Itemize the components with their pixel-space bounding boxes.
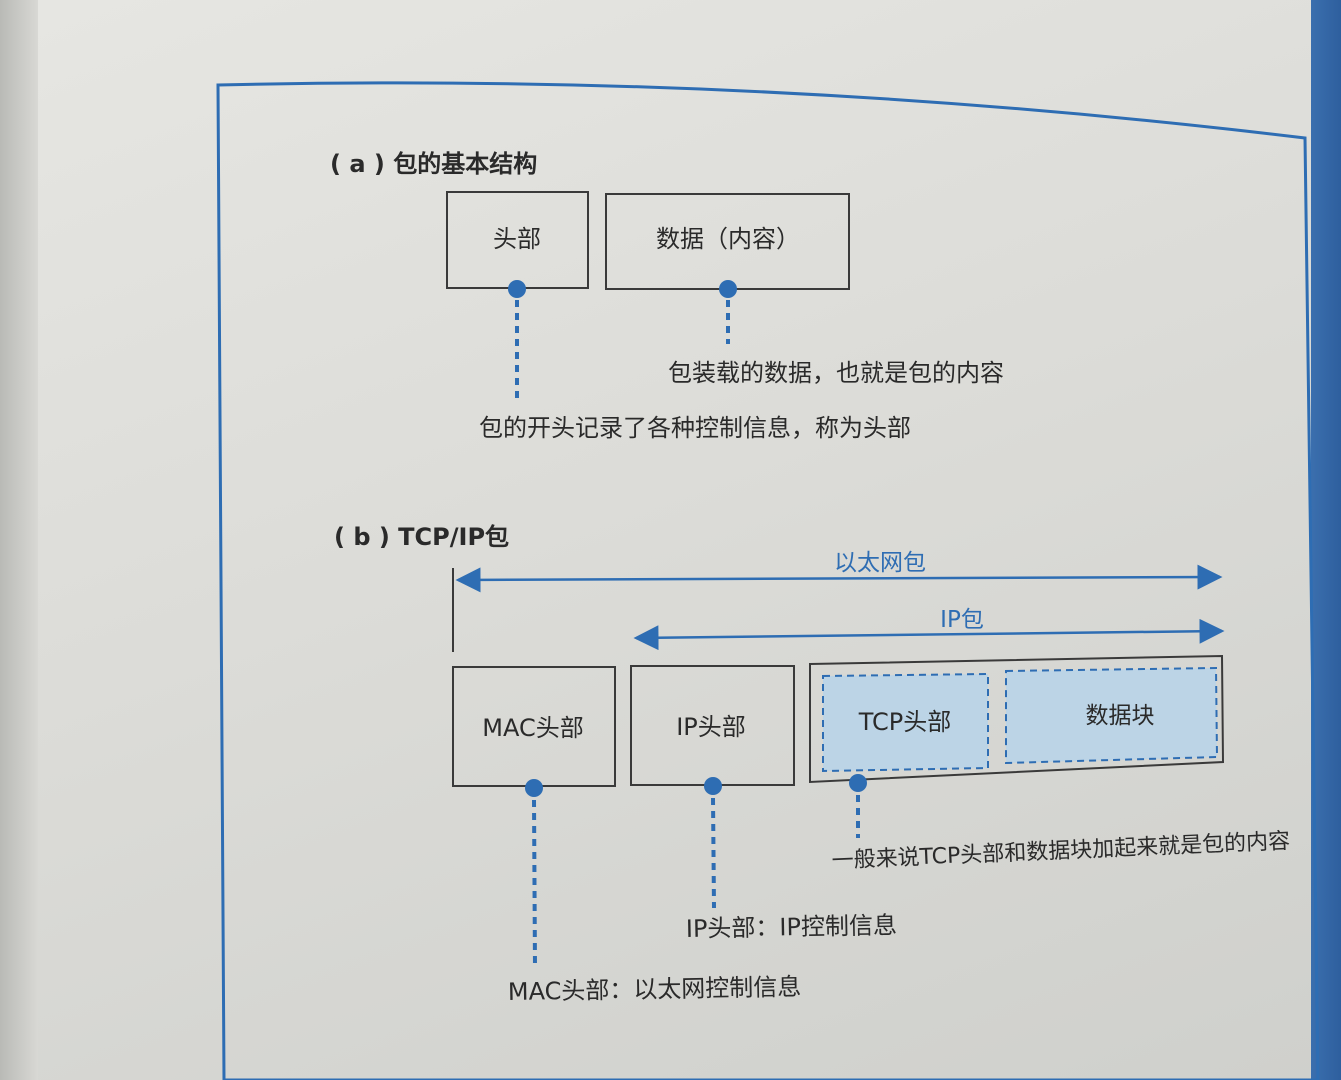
mac-dot bbox=[525, 779, 543, 797]
mac-leader bbox=[532, 799, 537, 969]
content-note: 一般来说TCP头部和数据块加起来就是包的内容 bbox=[831, 829, 1290, 874]
tcp-dot bbox=[849, 774, 867, 792]
book-spine bbox=[0, 0, 38, 1080]
mac-header-note: MAC头部：以太网控制信息 bbox=[508, 973, 802, 1006]
ip-header-label: IP头部 bbox=[676, 713, 746, 741]
ip-packet-arrow bbox=[633, 618, 1225, 651]
mac-header-label: MAC头部 bbox=[482, 714, 583, 742]
tcp-header-box bbox=[822, 672, 989, 773]
ip-leader bbox=[711, 797, 716, 909]
ip-dot bbox=[704, 777, 722, 795]
part-b-title: ( b ) TCP/IP包 bbox=[334, 523, 509, 551]
data-dot bbox=[719, 280, 737, 298]
data-box-label: 数据（内容） bbox=[656, 225, 800, 253]
data-note: 包装载的数据，也就是包的内容 bbox=[668, 359, 1004, 387]
header-box-label: 头部 bbox=[493, 225, 541, 253]
data-block-box bbox=[1005, 666, 1219, 765]
figure-frame bbox=[216, 81, 1320, 1080]
ip-header-note: IP头部：IP控制信息 bbox=[686, 911, 898, 943]
book-page bbox=[38, 0, 1328, 1080]
ethernet-packet-label: 以太网包 bbox=[834, 550, 926, 576]
header-dot bbox=[508, 280, 526, 298]
payload-box bbox=[809, 654, 1225, 784]
tcp-header-label: TCP头部 bbox=[858, 708, 951, 736]
ip-packet-label: IP包 bbox=[940, 607, 984, 633]
header-note: 包的开头记录了各种控制信息，称为头部 bbox=[479, 414, 911, 442]
part-a-title: ( a ) 包的基本结构 bbox=[330, 150, 537, 178]
ethernet-packet-arrow bbox=[455, 564, 1223, 593]
data-block-label: 数据块 bbox=[1086, 703, 1155, 729]
